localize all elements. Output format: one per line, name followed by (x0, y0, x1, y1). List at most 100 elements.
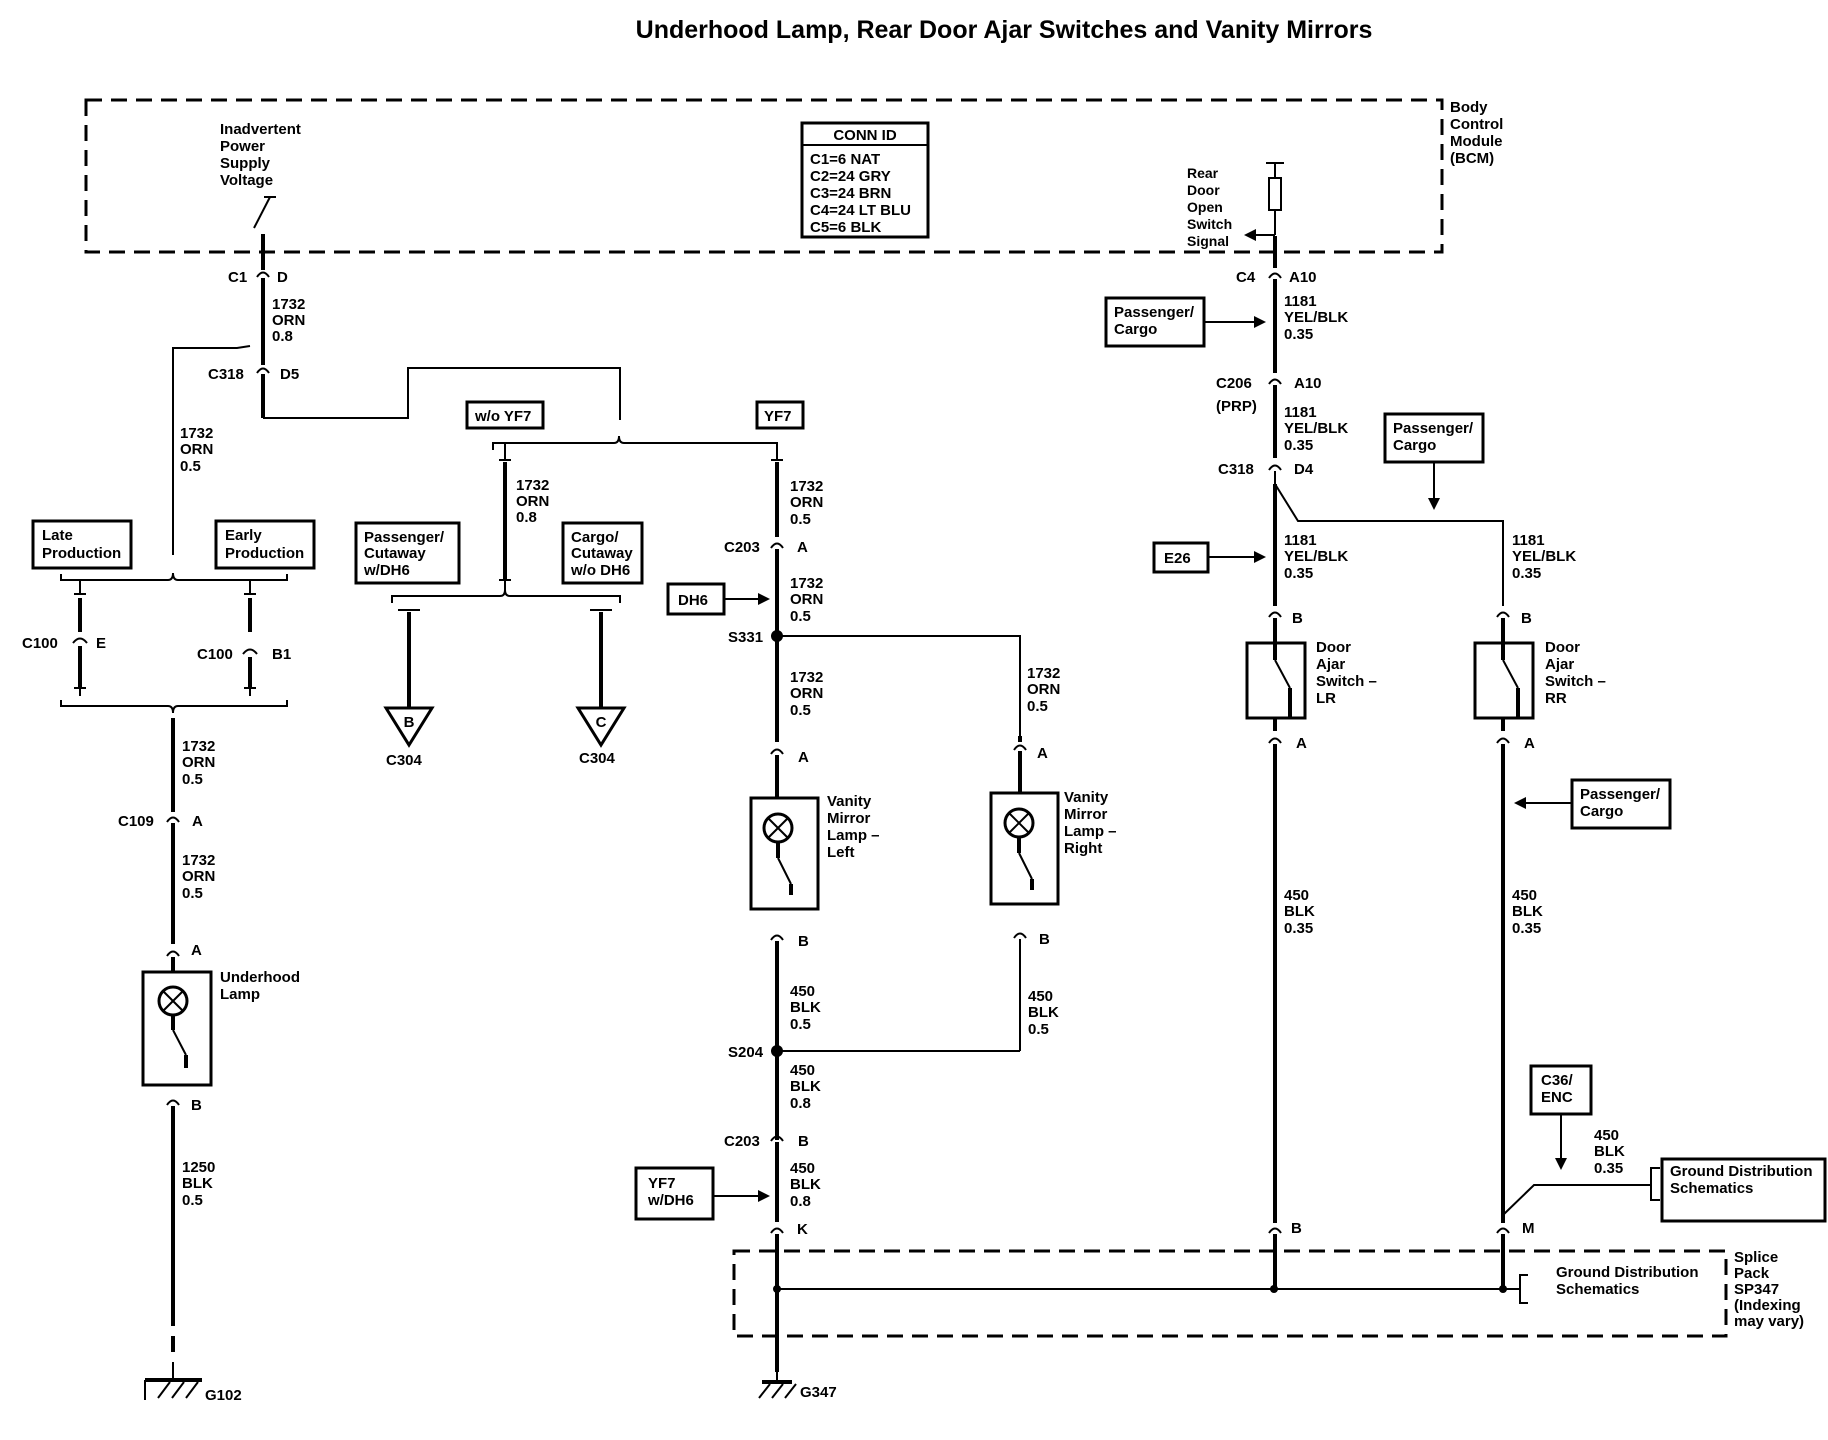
svg-text:A: A (1296, 735, 1307, 752)
vanity-left-connector-b: B (770, 933, 809, 950)
c304-b-terminal: B (383, 706, 435, 748)
svg-text:A: A (1037, 745, 1048, 762)
wire-1732-orn-05-right-vanity-label: 1732 ORN 0.5 (1027, 665, 1060, 715)
svg-text:BLK: BLK (1028, 1004, 1059, 1021)
wire-450-blk-035-enc-label: 450 BLK 0.35 (1594, 1127, 1625, 1177)
cargo-cutaway-box: Cargo/ Cutaway w/o DH6 (561, 521, 644, 585)
svg-text:YF7: YF7 (764, 408, 792, 425)
svg-text:may vary): may vary) (1734, 1313, 1804, 1330)
svg-text:450: 450 (1512, 887, 1537, 904)
ground-distribution-box-lower: Ground Distribution Schematics (1503, 1264, 1698, 1304)
vanity-mirror-lamp-right (989, 791, 1060, 906)
door-ajar-switch-rr (1473, 641, 1535, 720)
svg-text:BLK: BLK (790, 1078, 821, 1095)
wire-450-blk-08-s204-label: 450 BLK 0.8 (790, 1062, 821, 1112)
svg-text:YEL/BLK: YEL/BLK (1284, 309, 1348, 326)
passenger-cargo-box-3: Passenger/ Cargo (1514, 778, 1672, 830)
late-production-box: Late Production (31, 519, 133, 570)
yf7-box: YF7 (755, 400, 805, 430)
svg-text:Control: Control (1450, 116, 1503, 133)
svg-text:0.8: 0.8 (790, 1193, 811, 1210)
svg-text:M: M (1522, 1220, 1535, 1237)
svg-text:BLK: BLK (1284, 903, 1315, 920)
svg-text:Ground Distribution: Ground Distribution (1556, 1264, 1698, 1281)
wire-1181-yelblk-035-lr-label: 1181 YEL/BLK 0.35 (1284, 532, 1348, 582)
wire-1732-orn-05-left-label: 1732 ORN 0.5 (180, 425, 213, 475)
svg-text:Underhood: Underhood (220, 969, 300, 986)
svg-text:B1: B1 (272, 646, 291, 663)
bcm-module-outline (84, 98, 1444, 254)
svg-text:ORN: ORN (516, 493, 549, 510)
svg-text:ORN: ORN (180, 441, 213, 458)
option-brace-lower (60, 700, 288, 714)
splice-pack-connector-k: K (770, 1221, 808, 1238)
svg-text:C318: C318 (208, 366, 244, 383)
rear-door-signal-label: Rear Door Open Switch Signal (1187, 165, 1232, 249)
svg-text:1732: 1732 (1027, 665, 1060, 682)
svg-text:A10: A10 (1294, 375, 1322, 392)
passenger-cargo-box-2: Passenger/ Cargo (1383, 412, 1485, 510)
conn-id-row: C3=24 BRN (810, 185, 891, 202)
svg-text:1181: 1181 (1284, 532, 1317, 549)
cutaway-option-brace (391, 589, 621, 603)
svg-text:ORN: ORN (182, 868, 215, 885)
svg-text:Door: Door (1545, 639, 1580, 656)
svg-text:C206: C206 (1216, 375, 1252, 392)
svg-text:DH6: DH6 (678, 592, 708, 609)
svg-text:Switch –: Switch – (1545, 673, 1606, 690)
c318-connector-d4: C318 D4 (1218, 461, 1314, 478)
svg-text:Schematics: Schematics (1670, 1180, 1753, 1197)
c36-enc-box: C36/ ENC (1529, 1064, 1593, 1170)
svg-text:C: C (596, 714, 607, 731)
svg-text:0.35: 0.35 (1284, 920, 1313, 937)
c203-connector-b: C203 B (724, 1133, 809, 1150)
door-rr-label: Door Ajar Switch – RR (1545, 639, 1606, 707)
svg-text:0.8: 0.8 (272, 328, 293, 345)
svg-text:Passenger/: Passenger/ (364, 529, 445, 546)
e26-box: E26 (1152, 541, 1266, 574)
conn-id-header: CONN ID (833, 127, 897, 144)
svg-text:B: B (798, 933, 809, 950)
svg-text:0.35: 0.35 (1284, 437, 1313, 454)
svg-text:BLK: BLK (790, 1176, 821, 1193)
svg-text:YEL/BLK: YEL/BLK (1284, 548, 1348, 565)
svg-text:B: B (798, 1133, 809, 1150)
underhood-lamp-connector-a: A (166, 942, 202, 959)
svg-text:Ground Distribution: Ground Distribution (1670, 1163, 1812, 1180)
svg-text:YEL/BLK: YEL/BLK (1284, 420, 1348, 437)
svg-text:0.8: 0.8 (790, 1095, 811, 1112)
svg-text:Voltage: Voltage (220, 172, 273, 189)
svg-text:1181: 1181 (1284, 404, 1317, 421)
svg-text:A10: A10 (1289, 269, 1317, 286)
svg-text:0.5: 0.5 (182, 771, 203, 788)
svg-text:0.5: 0.5 (182, 1192, 203, 1209)
svg-text:C109: C109 (118, 813, 154, 830)
svg-text:1732: 1732 (516, 477, 549, 494)
svg-text:Right: Right (1064, 840, 1102, 857)
svg-text:Cargo/: Cargo/ (571, 529, 619, 546)
svg-text:B: B (404, 714, 415, 731)
wire-1250-blk-05-label: 1250 BLK 0.5 (182, 1159, 215, 1209)
svg-text:Door: Door (1316, 639, 1351, 656)
svg-text:w/DH6: w/DH6 (647, 1192, 694, 1209)
underhood-lamp-connector-b: B (166, 1097, 202, 1114)
svg-text:1732: 1732 (182, 852, 215, 869)
svg-text:Splice: Splice (1734, 1249, 1778, 1266)
svg-text:ORN: ORN (790, 591, 823, 608)
ground-g102-icon (144, 1362, 202, 1400)
svg-text:Cutaway: Cutaway (571, 545, 633, 562)
svg-text:YF7: YF7 (648, 1175, 676, 1192)
svg-text:Switch: Switch (1187, 216, 1232, 232)
svg-text:ORN: ORN (182, 754, 215, 771)
inadvertent-power-label: Inadvertent Power Supply Voltage (220, 121, 301, 189)
svg-text:Early: Early (225, 527, 262, 544)
vanity-left-connector-a: A (770, 748, 809, 766)
vanity-mirror-lamp-left (749, 796, 820, 911)
door-lr-connector-b: B (1268, 610, 1303, 627)
c318-connector-d5: C318 D5 (208, 366, 299, 383)
wire-1732-orn-08-label: 1732 ORN 0.8 (272, 296, 305, 345)
splice-s204-label: S204 (728, 1044, 764, 1061)
svg-text:BLK: BLK (1512, 903, 1543, 920)
svg-text:Cargo: Cargo (1580, 803, 1623, 820)
svg-text:0.35: 0.35 (1284, 326, 1313, 343)
